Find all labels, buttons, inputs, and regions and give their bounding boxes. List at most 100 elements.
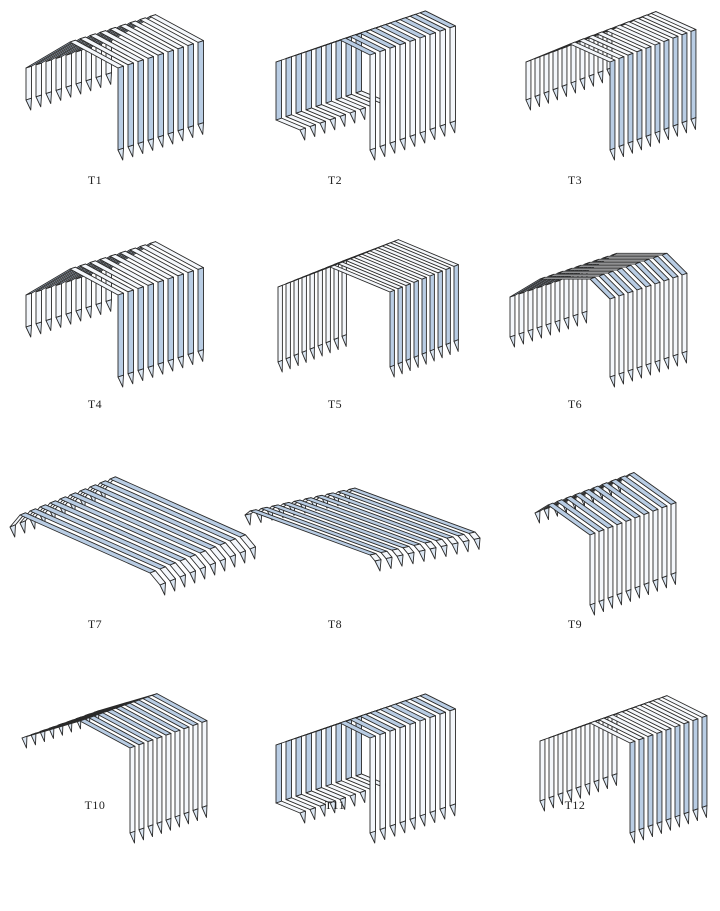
roof-bellows-pleat-face xyxy=(187,270,194,356)
roof-bellows-pleat-face xyxy=(127,62,134,148)
roof-bellows-fold-tip xyxy=(197,349,204,362)
bellows-drawing xyxy=(275,693,456,844)
leg-bellows-pleat-face xyxy=(183,726,190,815)
roof-bellows-pleat-face xyxy=(609,296,616,378)
item-label: T1 xyxy=(87,173,103,187)
thin-bellows-fold-tip xyxy=(429,547,437,560)
legs-bellows-fold-tip xyxy=(548,795,555,809)
frame-bellows-pleat-face xyxy=(413,280,419,358)
roof-bellows-pleat-face xyxy=(584,261,641,265)
legs-bellows-pleat-face xyxy=(548,735,555,799)
flat-bellows-pleat-face xyxy=(552,49,559,91)
flat-bellows-pleat-face xyxy=(315,729,322,790)
roof-bellows-fold-tip xyxy=(35,321,42,335)
roof-bellows-fold-tip xyxy=(681,350,688,364)
leg-bellows-pleat-face xyxy=(147,739,154,828)
frame-bellows-pleat-face xyxy=(317,268,323,347)
frame-bellows-fold-tip xyxy=(317,343,323,357)
flat-bellows-fold-tip xyxy=(636,137,643,151)
bellows-drawing xyxy=(244,487,481,572)
long-bellows-fold-tip xyxy=(19,520,26,534)
roof-bellows-pleat-face xyxy=(137,286,144,372)
roof-bellows-fold-tip xyxy=(127,144,134,158)
hook-bellows-fold-tip xyxy=(652,578,659,592)
roof-bellows-fold-tip xyxy=(45,318,52,332)
hook-bellows-pleat-face xyxy=(616,522,623,596)
item-label: T8 xyxy=(327,617,343,631)
flat-bellows-pleat-face xyxy=(389,45,396,144)
flat-bellows-pleat-face xyxy=(690,29,697,120)
roof-bellows-pleat-face xyxy=(672,275,679,357)
frame-bellows-fold-tip xyxy=(277,359,283,373)
roof-bellows-fold-tip xyxy=(554,319,561,333)
bellows-drawing xyxy=(25,14,204,161)
flat-bellows-fold-tip xyxy=(627,140,634,154)
roof-bellows-pleat-face xyxy=(75,49,82,85)
item-label: T12 xyxy=(564,798,586,812)
roof-bellows-pleat-face xyxy=(539,276,596,280)
hook-bellows-pleat-face xyxy=(652,508,659,582)
flat-bellows-pleat-face xyxy=(439,711,446,810)
roof-bellows-fold-tip xyxy=(167,131,174,145)
long-bellows-fold-tip xyxy=(9,524,16,538)
leg-bellows-fold-tip xyxy=(174,814,181,828)
bellows-item: T4 xyxy=(0,227,240,454)
legs-bellows-pleat-face xyxy=(629,740,636,834)
roof-bellows-pleat-face xyxy=(167,276,174,362)
thin-bellows-fold-tip xyxy=(440,544,448,558)
frame-bellows-pleat-face xyxy=(333,262,339,341)
roof-bellows-pleat-face xyxy=(536,285,543,329)
bellows-item: T9 xyxy=(480,455,720,682)
hook-bellows-fold-tip xyxy=(534,510,541,524)
roof-bellows-fold-tip xyxy=(45,91,52,105)
frame-bellows-pleat-face xyxy=(421,276,427,355)
roof-bellows-fold-tip xyxy=(35,94,42,108)
roof-bellows-pleat-face xyxy=(147,283,154,368)
flat-bellows-fold-tip xyxy=(597,70,604,84)
flat-bellows-fold-tip xyxy=(681,120,688,134)
flat-bellows-fold-tip xyxy=(329,800,336,814)
bellows-item: T1 xyxy=(0,0,240,227)
roof-bellows-pleat-face xyxy=(602,255,659,259)
roof-bellows-pleat-face xyxy=(593,258,650,262)
legs-bellows-pleat-face xyxy=(566,729,573,792)
roof-bellows-pleat-face xyxy=(25,65,32,101)
bellows-drawing xyxy=(277,239,459,378)
roof-bellows-pleat-face xyxy=(127,289,134,375)
legs-bellows-pleat-face xyxy=(575,725,582,789)
leg-bellows-pleat-face xyxy=(156,736,163,824)
flat-bellows-pleat-face xyxy=(369,735,376,834)
roof-bellows-fold-tip xyxy=(609,374,616,388)
leg-bellows-pleat-face xyxy=(192,723,199,812)
roof-bellows-fold-tip xyxy=(187,352,194,366)
leg-bellows-fold-tip xyxy=(156,821,163,834)
bellows-item: T10 xyxy=(0,683,240,910)
roof-bellows-fold-tip xyxy=(518,331,525,345)
hook-bellows-pleat-face xyxy=(589,532,596,606)
flat-bellows-pleat-face xyxy=(561,46,568,87)
frame-bellows-pleat-face xyxy=(437,270,443,349)
hook-bellows-pleat-face xyxy=(661,505,668,579)
flat-bellows-pleat-face xyxy=(570,42,577,84)
flat-bellows-fold-tip xyxy=(319,803,326,817)
flat-bellows-pleat-face xyxy=(325,42,332,104)
legs-bellows-pleat-face xyxy=(638,737,645,831)
legs-bellows-fold-tip xyxy=(611,773,618,786)
roof-bellows-pleat-face xyxy=(197,40,204,125)
bellows-drawing xyxy=(534,472,677,616)
item-label: T5 xyxy=(327,397,343,411)
flat-bellows-pleat-face xyxy=(399,42,406,141)
roof-bellows-fold-tip xyxy=(672,353,679,367)
bellows-item: T3 xyxy=(480,0,720,227)
legs-bellows-pleat-face xyxy=(557,732,564,796)
flat-bellows-pleat-face xyxy=(399,725,406,824)
flat-bellows-fold-tip xyxy=(552,87,559,101)
thin-bellows-fold-tip xyxy=(396,554,404,567)
flat-bellows-fold-tip xyxy=(449,120,456,134)
frame-bellows-pleat-face xyxy=(293,278,299,357)
flat-bellows-pleat-face xyxy=(645,46,652,137)
flat-bellows-fold-tip xyxy=(349,110,356,124)
flat-bellows-fold-tip xyxy=(439,123,446,137)
roof-bellows-fold-tip xyxy=(127,371,134,385)
